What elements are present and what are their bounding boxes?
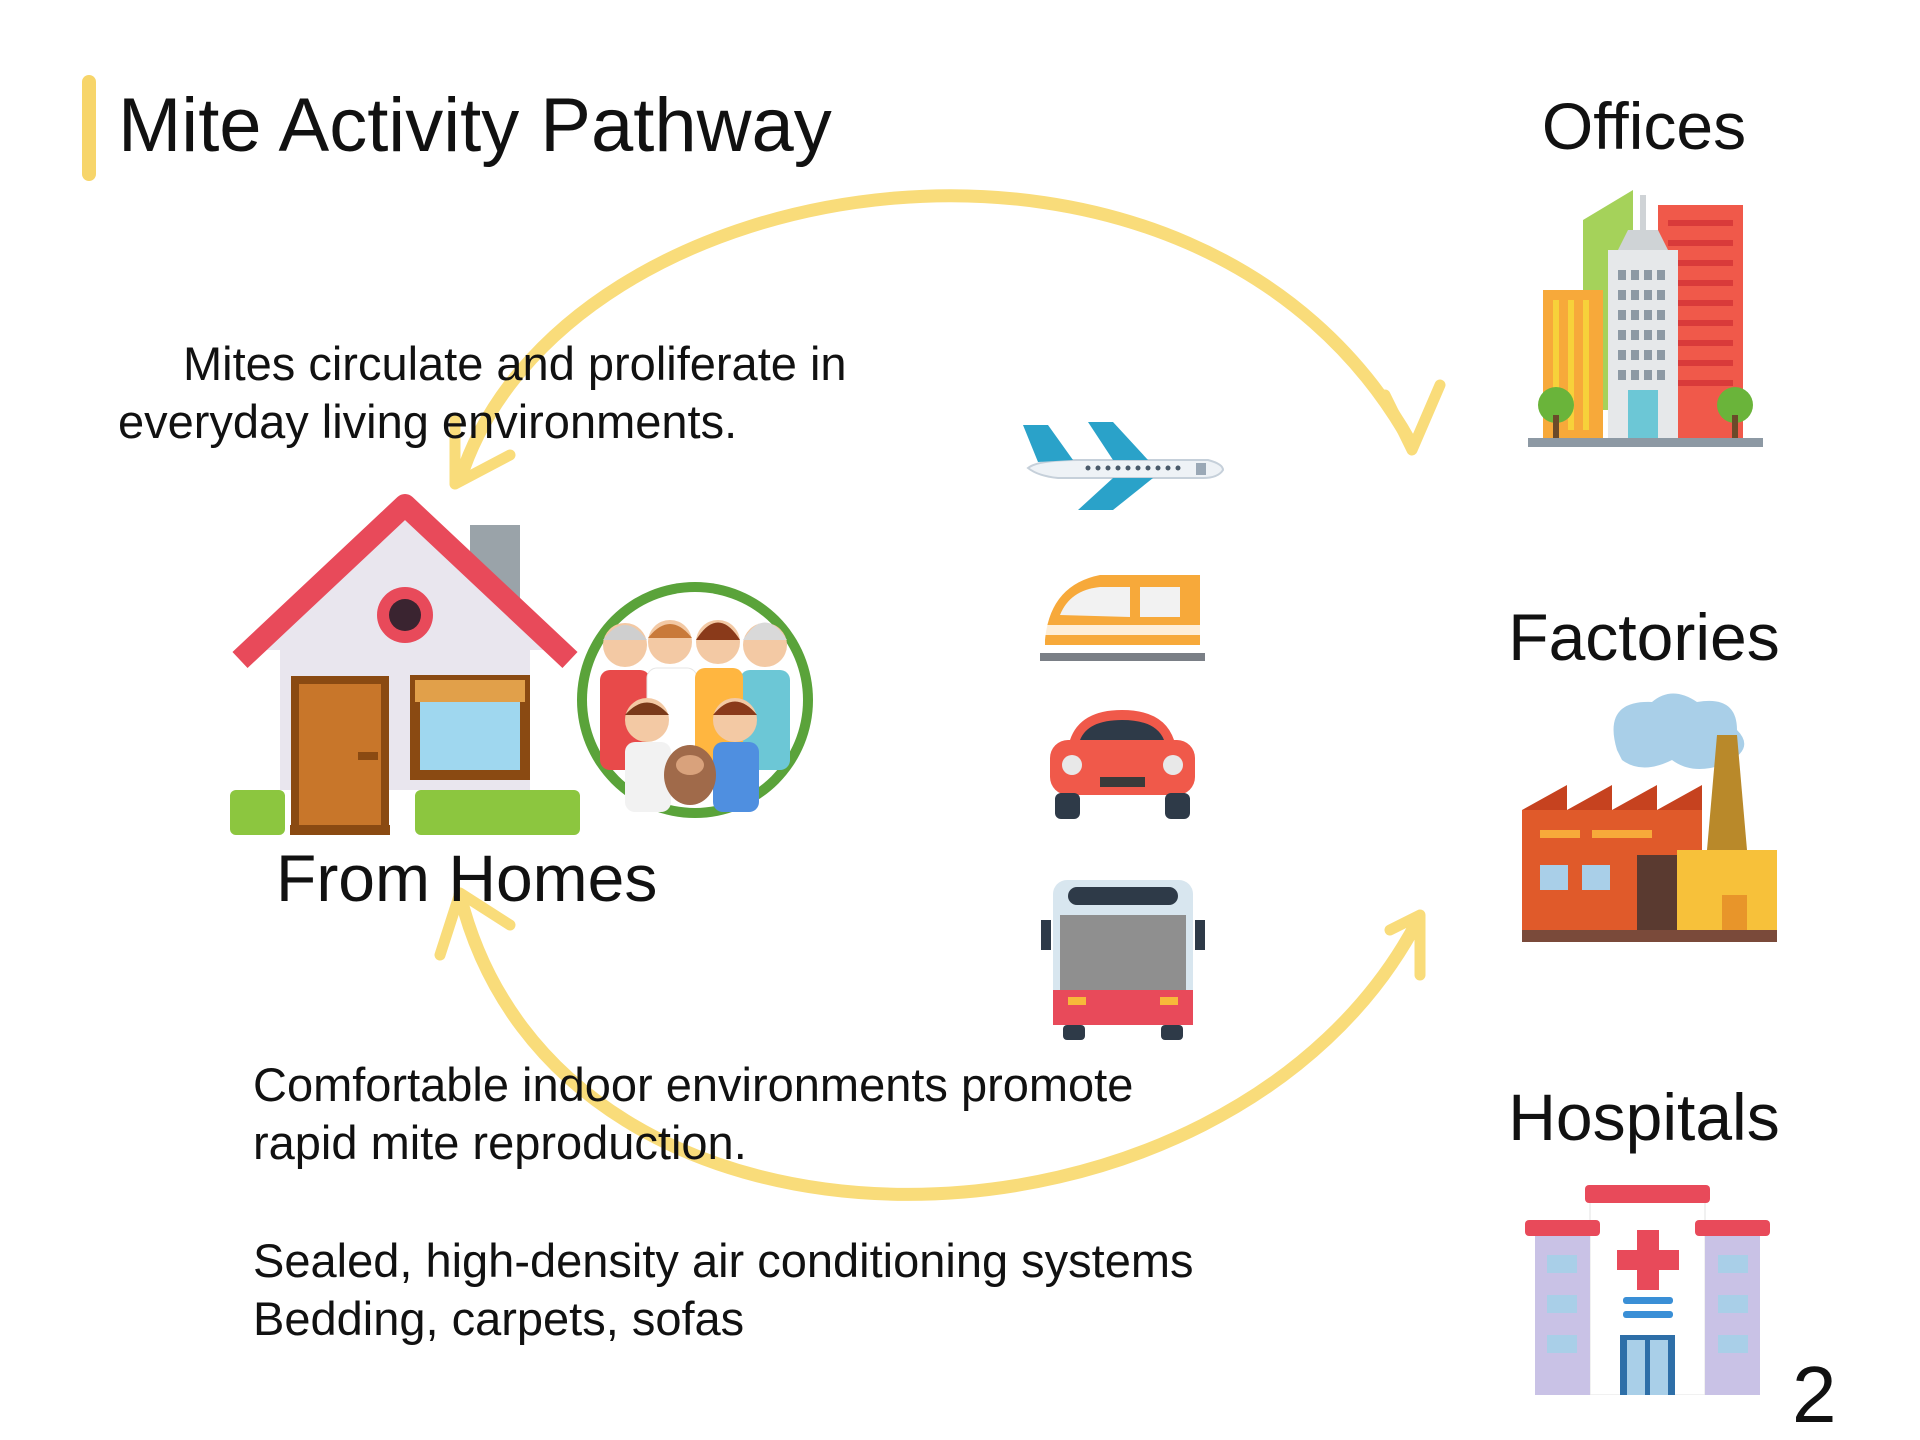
origin-label: From Homes [276, 841, 658, 915]
airplane-icon [1023, 422, 1225, 510]
family-icon [577, 582, 813, 818]
circulate-note-line2: everyday living environments. [118, 395, 738, 448]
arrow-destinations-to-homes [453, 888, 1425, 1201]
comfort-note-line2: rapid mite reproduction. [253, 1116, 747, 1169]
destination-label-factories: Factories [1508, 600, 1780, 674]
factors-note-line1: Sealed, high-density air conditioning sy… [253, 1234, 1194, 1287]
comfort-note-line1: Comfortable indoor environments promote [253, 1058, 1134, 1111]
factors-note-line2: Bedding, carpets, sofas [253, 1292, 745, 1345]
bus-icon [1041, 880, 1205, 1040]
arrow-homes-to-offices [453, 189, 1419, 487]
title-accent-bar [82, 75, 96, 181]
train-icon [1040, 575, 1205, 661]
page-number: 2 [1792, 1350, 1837, 1439]
circulate-note-line1: Mites circulate and proliferate in [183, 337, 847, 390]
destination-label-offices: Offices [1541, 89, 1747, 163]
factory-icon [1522, 693, 1777, 942]
destination-label-hospitals: Hospitals [1508, 1080, 1780, 1154]
car-icon [1050, 710, 1195, 819]
house-icon [230, 494, 580, 835]
hospital-icon [1525, 1185, 1770, 1395]
office-buildings-icon [1528, 190, 1763, 447]
page-title: Mite Activity Pathway [118, 83, 832, 168]
